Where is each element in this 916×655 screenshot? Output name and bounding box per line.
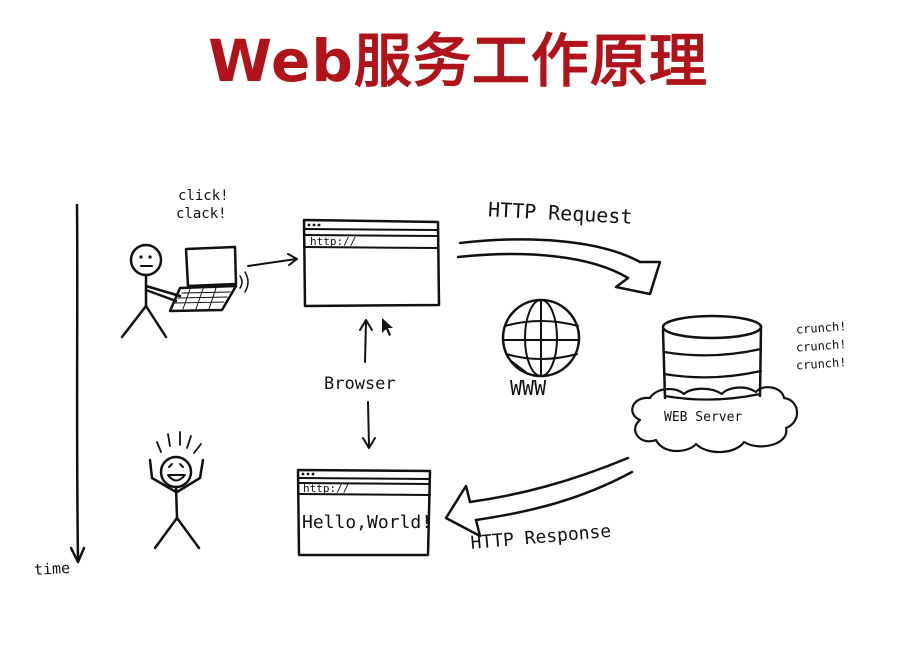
crunch-label-1: crunch! (795, 319, 846, 336)
hello-world-text: Hello,World! (302, 512, 432, 533)
http-response-label: HTTP Response (470, 521, 612, 554)
web-server-label: WEB Server (664, 410, 742, 425)
time-axis (71, 205, 84, 562)
browser-label: Browser (324, 374, 396, 394)
cursor-icon (382, 318, 393, 336)
browser-window-top (304, 220, 439, 306)
laptop-icon (170, 247, 248, 311)
http-request-label: HTTP Request (488, 197, 634, 229)
www-label: WWW (510, 376, 547, 400)
crunch-label-3: crunch! (795, 355, 846, 372)
user-figure (122, 245, 180, 337)
happy-user-figure (150, 432, 203, 548)
http-request-arrow (458, 239, 660, 294)
globe-icon (503, 300, 579, 376)
time-label: time (33, 559, 70, 579)
address-bar-top: http:// (310, 235, 356, 248)
arrow-to-browser (248, 254, 297, 266)
address-bar-bottom: http:// (303, 482, 349, 495)
clack-label: clack! (176, 206, 227, 222)
click-label: click! (178, 188, 229, 204)
crunch-label-2: crunch! (795, 337, 846, 354)
